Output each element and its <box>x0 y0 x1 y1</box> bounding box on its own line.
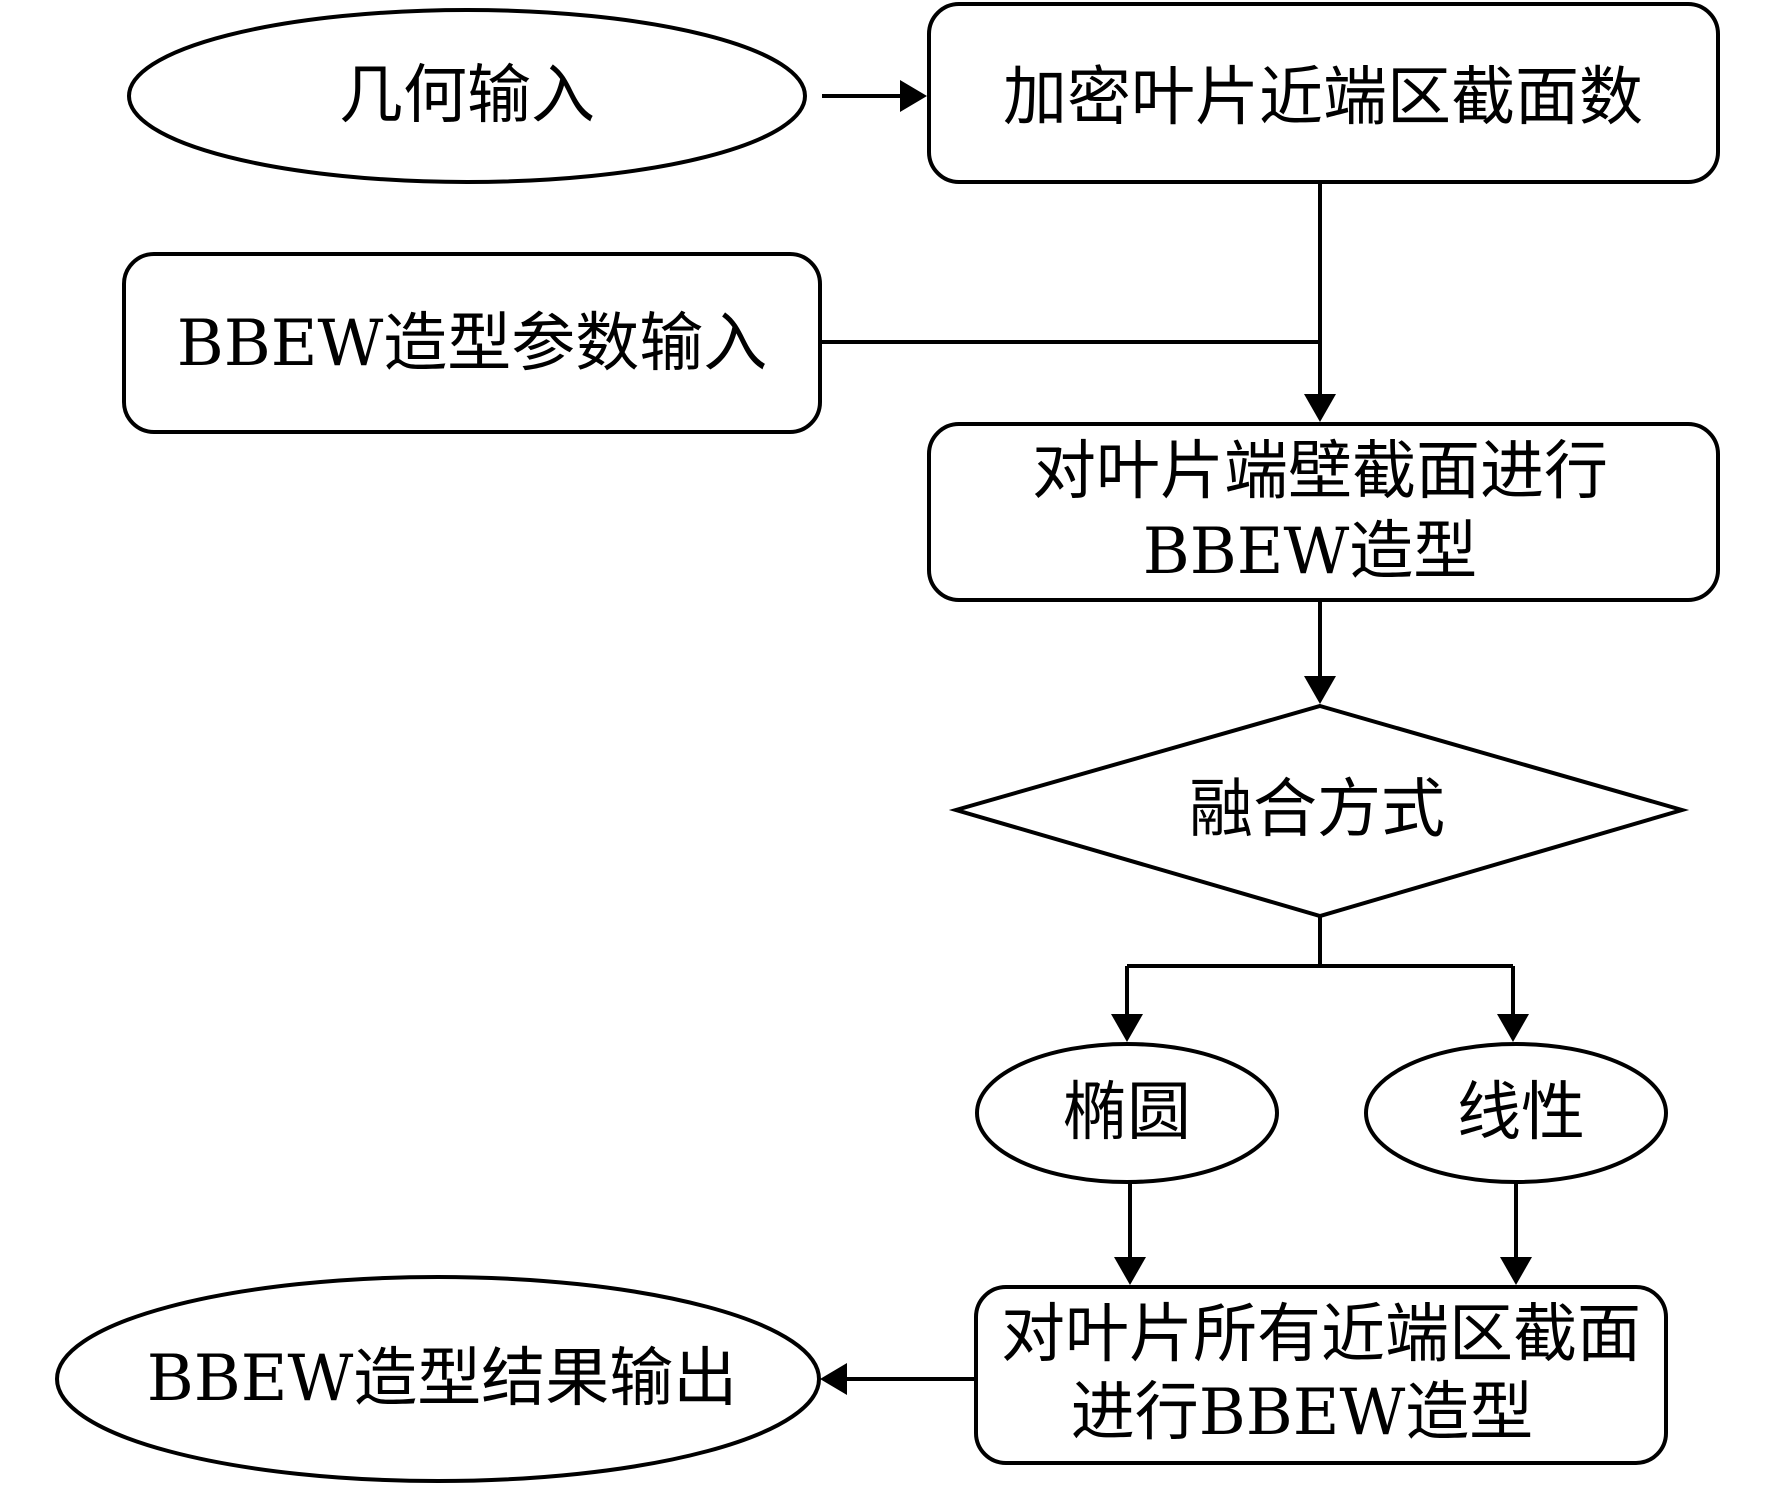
node-label-line1: 对叶片端壁截面进行 <box>1032 435 1608 509</box>
arrowhead-down <box>1111 1014 1143 1042</box>
node-label-line2: 进行BBEW造型 <box>1071 1376 1534 1450</box>
arrowhead-down <box>1304 394 1336 422</box>
arrowhead-down <box>1500 1257 1532 1285</box>
node-label: 加密叶片近端区截面数 <box>1003 61 1643 135</box>
node-label-line2: BBEW造型 <box>1143 515 1478 589</box>
node-ellipse-option: 椭圆 <box>975 1042 1279 1184</box>
node-result-output: BBEW造型结果输出 <box>55 1275 821 1483</box>
node-label-line1: 对叶片所有近端区截面 <box>1001 1298 1641 1372</box>
node-endwall-bbew: 对叶片端壁截面进行 BBEW造型 <box>927 422 1720 602</box>
node-geometry-input: 几何输入 <box>127 8 807 184</box>
node-label: BBEW造型参数输入 <box>177 307 768 381</box>
node-bbew-param-input: BBEW造型参数输入 <box>122 252 822 434</box>
arrowhead-down <box>1304 676 1336 704</box>
arrowhead-down <box>1114 1257 1146 1285</box>
node-all-sections-bbew: 对叶片所有近端区截面 进行BBEW造型 <box>974 1285 1668 1465</box>
node-label: 融合方式 <box>1189 773 1445 847</box>
node-label: 椭圆 <box>1063 1076 1191 1150</box>
node-label: 线性 <box>1457 1076 1585 1150</box>
node-label: 几何输入 <box>339 59 595 133</box>
node-linear-option: 线性 <box>1364 1042 1668 1184</box>
arrowhead-right <box>900 80 927 112</box>
connectors <box>820 80 1532 1395</box>
node-label: BBEW造型结果输出 <box>147 1342 738 1416</box>
arrowhead-left <box>820 1363 847 1395</box>
arrowhead-down <box>1497 1014 1529 1042</box>
node-blend-mode: 融合方式 <box>948 703 1690 919</box>
node-refine-sections: 加密叶片近端区截面数 <box>927 2 1720 184</box>
